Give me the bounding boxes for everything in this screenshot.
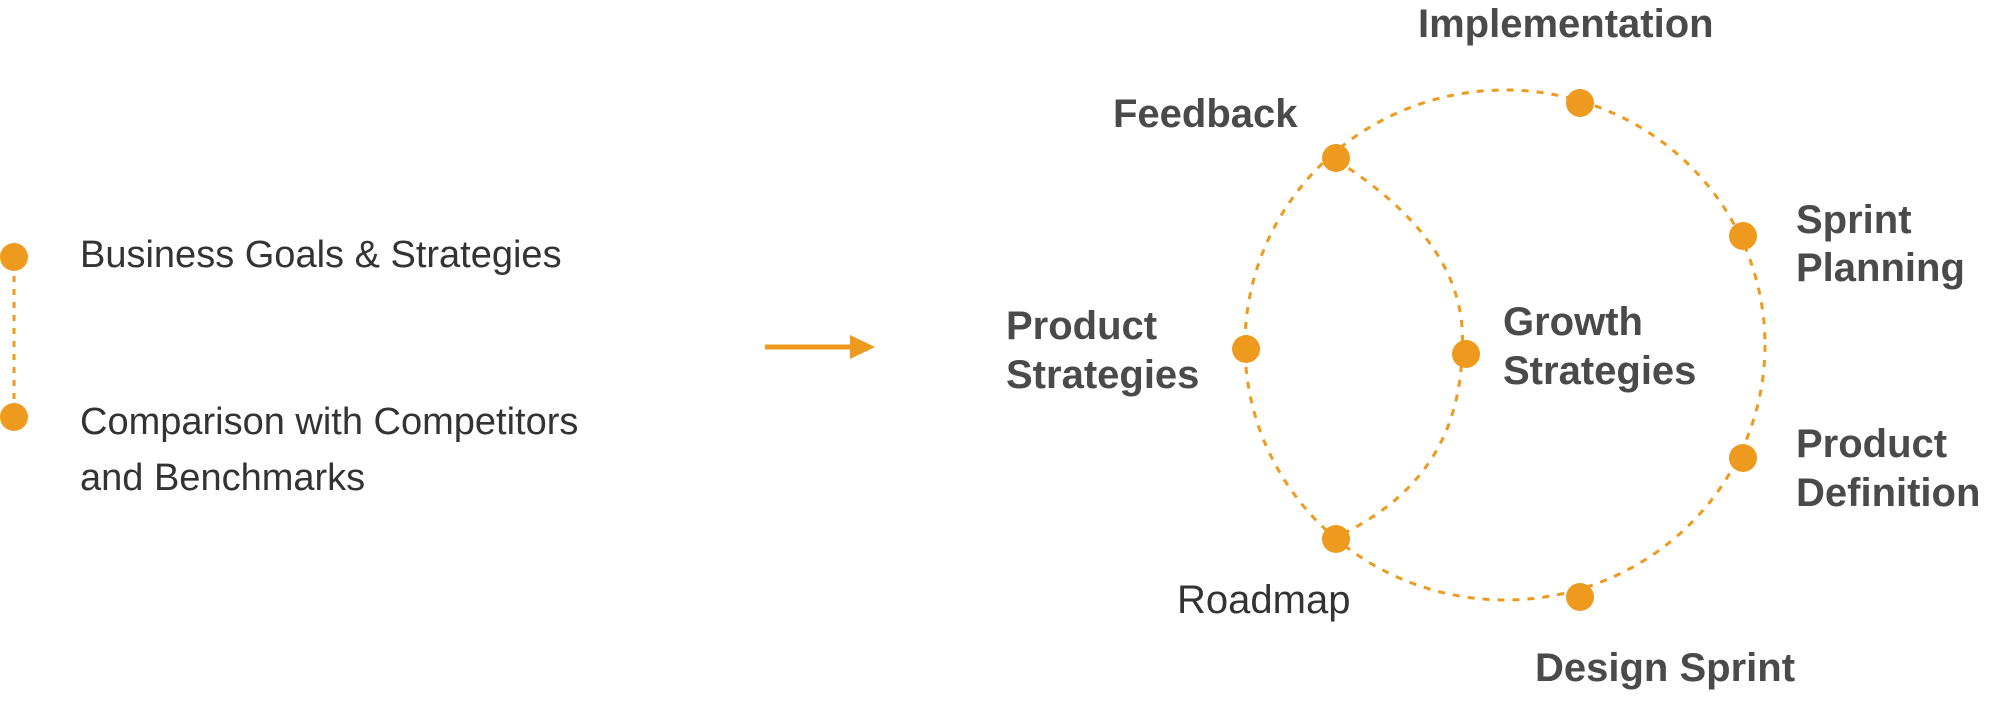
node-roadmap: [1322, 525, 1350, 553]
label-sprint-planning: Sprint Planning: [1796, 196, 1965, 292]
left-item-comparison: Comparison with Competitors and Benchmar…: [80, 394, 578, 506]
label-product-strategies-line1: Product: [1006, 304, 1158, 348]
left-item-business-goals-line1: Business Goals & Strategies: [80, 234, 562, 276]
label-implementation-line1: Implementation: [1418, 2, 1714, 46]
inner-cycle-arc: [1335, 158, 1464, 539]
label-product-definition-line2: Definition: [1796, 471, 1981, 515]
label-design-sprint-line1: Design Sprint: [1535, 646, 1796, 690]
label-roadmap: Roadmap: [1177, 576, 1350, 624]
label-product-strategies: Product Strategies: [1006, 302, 1199, 400]
outer-cycle-ring: [1243, 88, 1767, 602]
left-item-business-goals: Business Goals & Strategies: [80, 233, 562, 279]
label-design-sprint: Design Sprint: [1535, 644, 1795, 692]
node-product-strategies: [1232, 335, 1260, 363]
left-node-business-goals: [0, 243, 28, 271]
label-feedback-line1: Feedback: [1113, 92, 1298, 136]
label-growth-strategies-line2: Strategies: [1503, 349, 1697, 393]
label-growth-strategies: Growth Strategies: [1503, 298, 1696, 396]
label-roadmap-line1: Roadmap: [1177, 578, 1351, 622]
left-item-comparison-line1: Comparison with Competitors: [80, 401, 579, 443]
left-node-comparison: [0, 403, 28, 431]
label-product-strategies-line2: Strategies: [1006, 353, 1200, 397]
right-arrow-icon: [765, 335, 875, 359]
label-product-definition-line1: Product: [1796, 422, 1948, 466]
left-item-comparison-line2: and Benchmarks: [80, 457, 366, 499]
label-implementation: Implementation: [1418, 0, 1714, 48]
node-growth-strategies: [1452, 340, 1480, 368]
node-feedback: [1322, 144, 1350, 172]
label-product-definition: Product Definition: [1796, 420, 1980, 518]
label-sprint-planning-line1: Sprint: [1796, 198, 1912, 242]
label-growth-strategies-line1: Growth: [1503, 300, 1643, 344]
node-design-sprint: [1566, 583, 1594, 611]
label-sprint-planning-line2: Planning: [1796, 246, 1965, 290]
node-sprint-planning: [1729, 222, 1757, 250]
label-feedback: Feedback: [1113, 90, 1298, 138]
node-product-definition: [1729, 444, 1757, 472]
node-implementation: [1566, 89, 1594, 117]
